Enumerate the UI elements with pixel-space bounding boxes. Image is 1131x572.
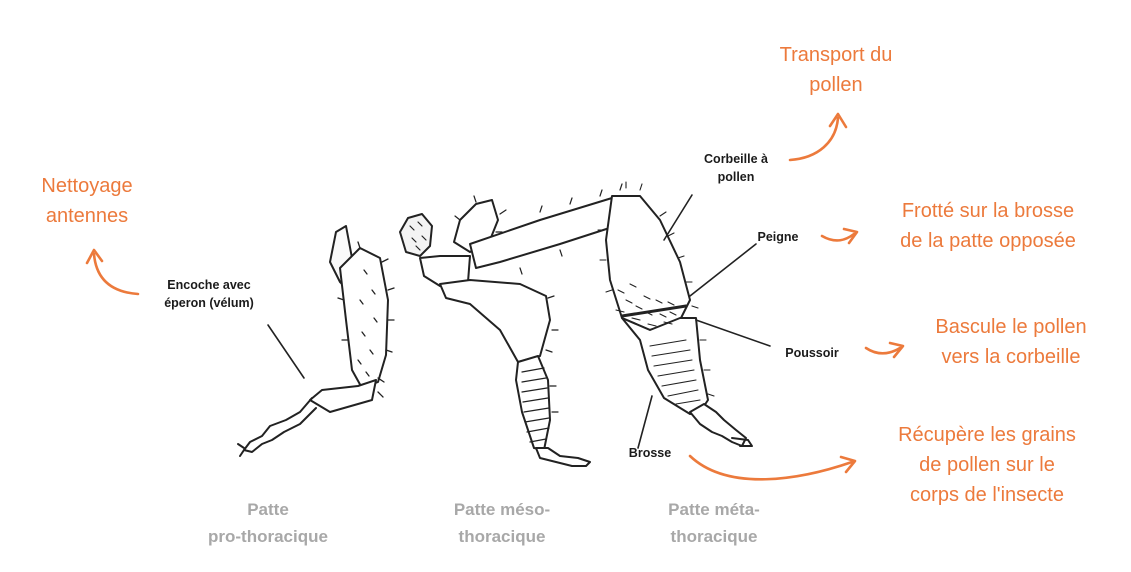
caption-patte-meta: Patte méta- thoracique [632, 496, 796, 550]
label-peigne: Peigne [742, 228, 814, 246]
label-frotte: Frotté sur la brosse de la patte opposée [860, 196, 1116, 256]
prothoracic-leg [238, 226, 394, 456]
arrow-nettoyage-icon [87, 250, 138, 294]
label-recupere: Récupère les grains de pollen sur le cor… [856, 420, 1118, 510]
arrow-bascule-icon [866, 343, 903, 357]
caption-patte-meso: Patte méso- thoracique [420, 496, 584, 550]
arrow-frotte-icon [822, 229, 857, 243]
arrow-transport-icon [790, 114, 846, 160]
caption-patte-pro: Patte pro-thoracique [186, 496, 350, 550]
label-corbeille: Corbeille à pollen [678, 150, 794, 186]
label-poussoir: Poussoir [768, 344, 856, 362]
label-nettoyage: Nettoyage antennes [12, 171, 162, 231]
label-bascule: Bascule le pollen vers la corbeille [906, 312, 1116, 372]
label-encoche: Encoche avec éperon (vélum) [146, 276, 272, 312]
arrow-recupere-icon [690, 456, 855, 479]
label-transport: Transport du pollen [744, 40, 928, 100]
label-brosse: Brosse [612, 444, 688, 462]
